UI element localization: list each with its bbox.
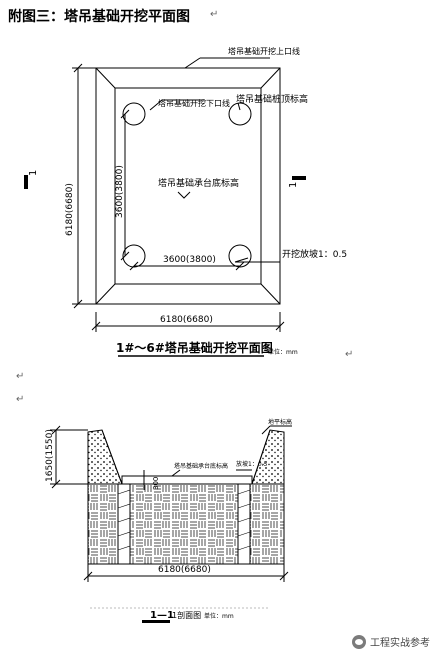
- label-cap-bottom: 塔吊基础承台底标高: [158, 177, 239, 189]
- label-pile-top: 塔吊基础桩顶标高: [236, 93, 308, 105]
- pile-circle: [228, 244, 252, 268]
- section-dim-vertical: 1650(1550): [45, 429, 55, 482]
- paragraph-mark: ↵: [345, 349, 354, 360]
- section-caption: 1剖面图: [172, 610, 201, 620]
- section-caption-mark: 1—1: [150, 610, 174, 621]
- section-cut-mark-right: [292, 176, 306, 180]
- paragraph-mark: ↵: [16, 371, 25, 382]
- watermark-text: 工程实战参考: [370, 638, 430, 649]
- label-top-edge: 塔吊基础开挖上口线: [228, 46, 300, 56]
- caption-bar: [142, 620, 170, 623]
- dim-outer-vertical: 6180(6680): [65, 183, 75, 236]
- section-label-slope: 放坡1：0.5: [236, 460, 268, 468]
- pile-circle: [228, 102, 252, 126]
- section-cut-mark-left: [24, 175, 28, 189]
- watermark: 工程实战参考: [352, 634, 430, 649]
- paragraph-mark: ↵: [16, 394, 25, 405]
- pile-right: [237, 483, 251, 565]
- wechat-icon: [352, 634, 366, 649]
- section-mark-left: 1: [28, 170, 39, 176]
- slope-label: 开挖放坡1：0.5: [282, 248, 347, 260]
- excavation-bottom-outline: [114, 87, 262, 285]
- section-mark-right: 1: [288, 182, 299, 188]
- dim-inner-horizontal: 3600(3800): [163, 255, 216, 265]
- slope-right: [251, 429, 285, 485]
- section-dim-cap: 300: [152, 477, 160, 490]
- soil-body: [87, 483, 285, 565]
- label-bottom-edge: 塔吊基础开挖下口线: [158, 98, 230, 108]
- plan-caption: 1#～6#塔吊基础开挖平面图: [116, 340, 273, 355]
- pile-left: [117, 483, 131, 565]
- section-label-ground: 地平标高: [268, 418, 292, 426]
- document-heading: 附图三：塔吊基础开挖平面图: [8, 9, 190, 25]
- dim-inner-vertical: 3600(3800): [115, 165, 125, 218]
- section-label-cap-bottom: 塔吊基础承台底标高: [174, 462, 228, 470]
- section-drawing: 1650(1550) 300 地平标高 塔吊基础承台底标高 放坡1：0.5 61…: [45, 418, 292, 623]
- pile-circle: [122, 244, 146, 268]
- dim-outer-horizontal: 6180(6680): [160, 315, 213, 325]
- paragraph-mark: ↵: [210, 9, 219, 20]
- pile-circle: [122, 102, 146, 126]
- section-dim-horizontal: 6180(6680): [158, 565, 211, 575]
- plan-unit-note: 单位：mm: [268, 348, 298, 356]
- plan-drawing: 塔吊基础开挖上口线 塔吊基础开挖下口线 塔吊基础桩顶标高 塔吊基础承台底标高 开…: [24, 46, 347, 357]
- cap-layer: [121, 475, 253, 485]
- section-unit-note: 单位：mm: [204, 612, 234, 620]
- excavation-top-outline: [95, 67, 281, 305]
